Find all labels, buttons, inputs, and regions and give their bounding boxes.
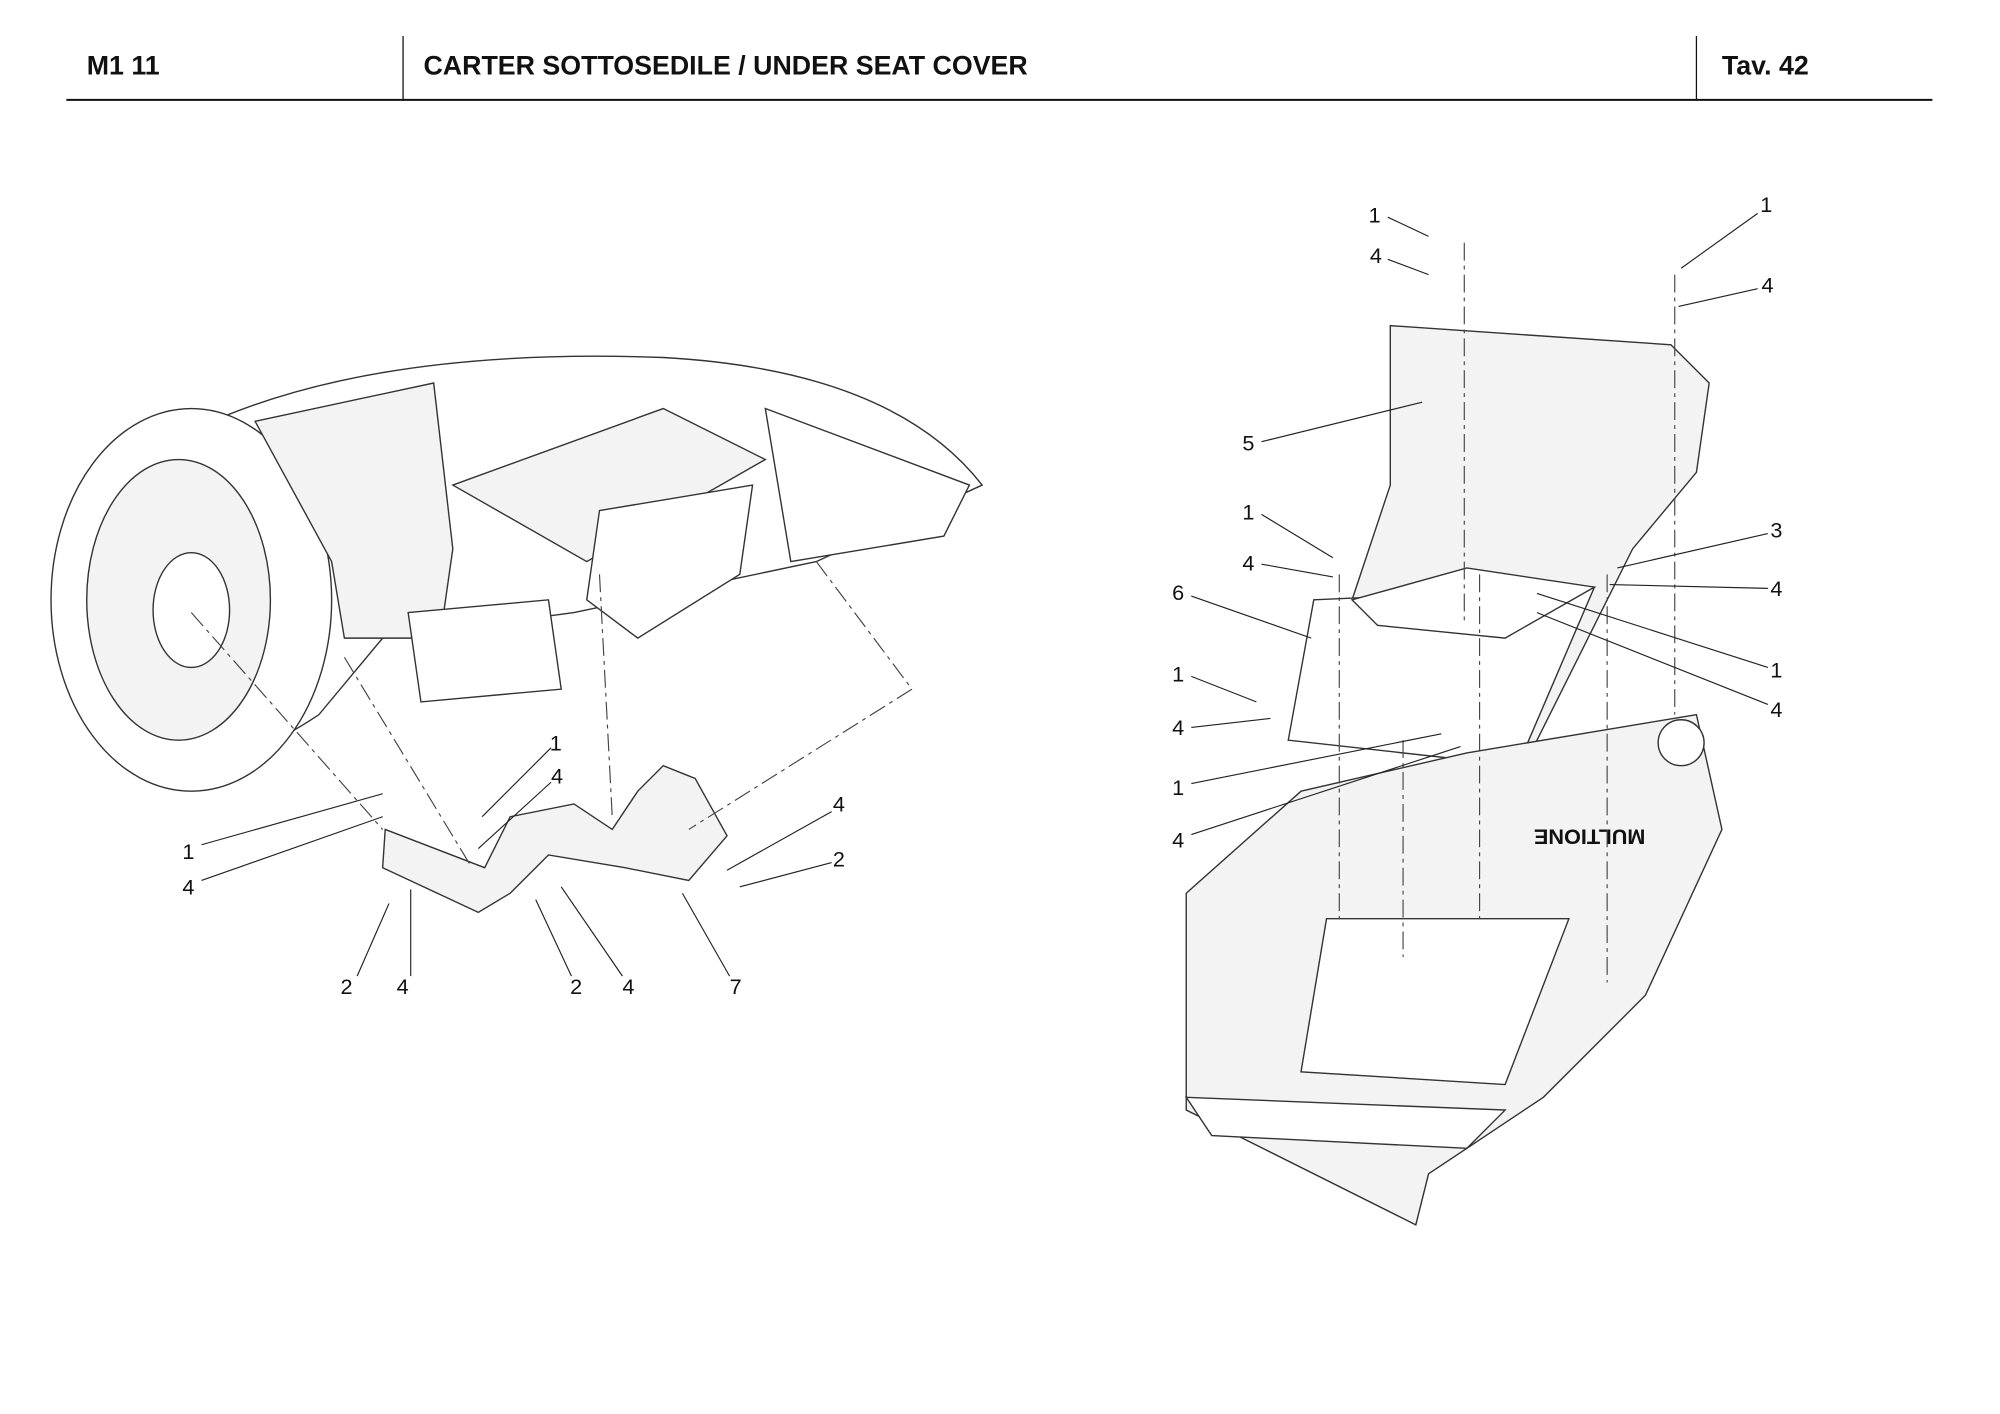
callout-label: 1 [1172, 775, 1184, 800]
callout-label: 4 [1172, 715, 1184, 740]
assembly-lines [1338, 242, 1676, 983]
frame-center [585, 484, 754, 639]
callout-label: 4 [1172, 827, 1184, 852]
under-seat-cover-part-7 [381, 764, 728, 914]
callout-label: 2 [570, 974, 582, 999]
callout-label: 4 [833, 792, 845, 817]
callout-label: 4 [182, 874, 194, 899]
callout-label: 4 [1770, 697, 1782, 722]
platform-floor [1300, 918, 1570, 1086]
callout-label: 1 [1760, 192, 1772, 217]
callout-label: 4 [1761, 272, 1773, 297]
callout-label: 7 [730, 974, 742, 999]
header: M1 11 CARTER SOTTOSEDILE / UNDER SEAT CO… [66, 36, 1933, 101]
footstep [407, 599, 563, 703]
assembly-lines [190, 561, 913, 869]
callout-label: 4 [1370, 243, 1382, 268]
callout-label: 4 [622, 974, 634, 999]
callout-label: 1 [1770, 658, 1782, 683]
wheel-hub [152, 551, 231, 669]
model-code: M1 11 [87, 50, 160, 80]
floor-plate [1184, 1096, 1507, 1150]
table-number: Tav. 42 [1722, 50, 1809, 80]
callout-label: 1 [1172, 661, 1184, 686]
frame-right [764, 407, 971, 563]
callout-label: 4 [1770, 576, 1782, 601]
callout-label: 2 [833, 846, 845, 871]
multione-logo: MULTIONE [1534, 824, 1646, 849]
callout-label: 4 [551, 764, 563, 789]
seat-box-floor [1350, 567, 1597, 639]
callout-label: 6 [1172, 580, 1184, 605]
left-callouts: 1 4 1 4 2 4 2 4 7 4 2 [182, 730, 845, 999]
right-assembly-drawing: MULTIONE [1184, 242, 1723, 1226]
callout-label: 4 [397, 974, 409, 999]
callout-label: 5 [1242, 431, 1254, 456]
seat-base [451, 407, 767, 563]
callout-label: 4 [1242, 551, 1254, 576]
right-callouts: 1 4 1 4 5 1 4 6 3 4 1 4 1 4 1 4 [1172, 192, 1782, 852]
side-round-cover [1657, 719, 1705, 767]
page-title: CARTER SOTTOSEDILE / UNDER SEAT COVER [423, 50, 1027, 80]
callout-label: 1 [182, 839, 194, 864]
callout-label: 1 [550, 730, 562, 755]
callout-label: 3 [1770, 517, 1782, 542]
callout-label: 1 [1369, 202, 1381, 227]
left-assembly-drawing [50, 355, 984, 914]
callout-label: 1 [1242, 499, 1254, 524]
callout-label: 2 [341, 974, 353, 999]
